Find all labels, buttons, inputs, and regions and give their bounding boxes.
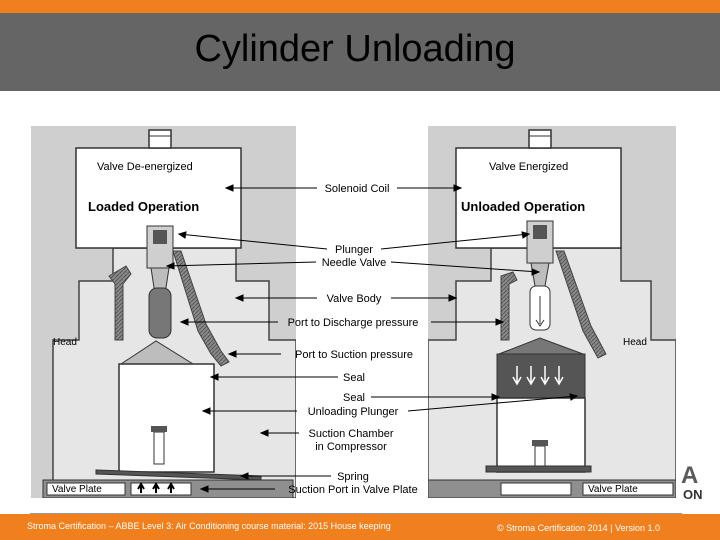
callout-leader-lines (165, 184, 579, 493)
footer-course-text: Stroma Certification – ABBE Level 3: Air… (27, 521, 391, 531)
left-valve-plate-label: Valve Plate (52, 484, 102, 495)
right-top-nut (528, 129, 552, 149)
left-head-label: Head (53, 337, 77, 348)
right-discharge-passage (555, 250, 607, 359)
callout-valve-body: Valve Body (327, 293, 382, 305)
right-assembly (427, 129, 676, 498)
footer-bar (0, 514, 720, 540)
right-operation-label: Unloaded Operation (461, 199, 585, 214)
right-head-label: Head (623, 337, 647, 348)
callout-seal-2: Seal (343, 392, 365, 404)
callout-unloading-plunger: Unloading Plunger (308, 406, 399, 418)
footer-divider (30, 513, 682, 514)
callout-plunger: Plunger (335, 244, 373, 256)
right-suction-passage (500, 271, 518, 341)
right-unloading-plunger (496, 353, 586, 399)
right-state-label: Valve Energized (489, 161, 568, 173)
left-operation-label: Loaded Operation (88, 199, 199, 214)
callout-solenoid-coil: Solenoid Coil (325, 183, 390, 195)
callout-needle-valve: Needle Valve (322, 257, 387, 269)
callout-port-discharge: Port to Discharge pressure (288, 317, 419, 329)
logo-fragment: ON (683, 487, 703, 502)
left-suction-chamber (118, 363, 215, 473)
left-assembly (42, 129, 297, 498)
logo-letter: A (681, 462, 699, 489)
cylinder-unloading-diagram: Valve De-energized Loaded Operation Valv… (31, 126, 676, 498)
callout-in-compressor: in Compressor (315, 441, 387, 453)
left-suction-passage (108, 265, 132, 341)
left-plunger-spring (153, 230, 167, 244)
callout-spring: Spring (337, 471, 369, 483)
slide-title: Cylinder Unloading (194, 28, 516, 70)
footer-copyright-text: © Stroma Certification 2014 | Version 1.… (497, 523, 661, 533)
callout-port-suction: Port to Suction pressure (295, 349, 413, 361)
top-accent-bar (0, 0, 720, 13)
callout-suction-port: Suction Port in Valve Plate (288, 484, 417, 496)
right-spring (485, 465, 592, 473)
right-plunger-spring (533, 225, 547, 239)
right-spring-screw (534, 445, 546, 469)
callout-suction-chamber: Suction Chamber (309, 428, 394, 440)
left-discharge-passage (172, 250, 230, 367)
right-valve-plate-label: Valve Plate (588, 484, 638, 495)
left-valve-stem (148, 287, 172, 339)
title-bar (0, 13, 720, 91)
left-state-label: Valve De-energized (97, 161, 193, 173)
left-top-nut (148, 129, 172, 149)
callout-seal-1: Seal (343, 372, 365, 384)
left-spring-screw (153, 431, 165, 465)
